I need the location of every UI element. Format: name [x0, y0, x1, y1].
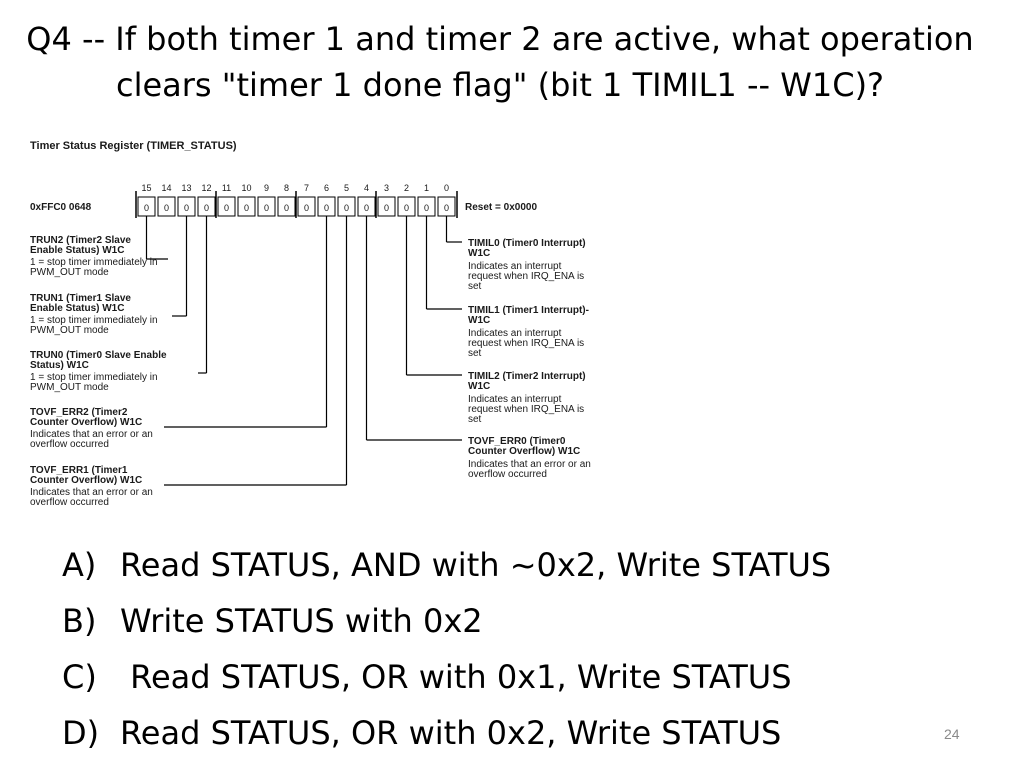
bit-value: 0 [224, 203, 229, 213]
field-desc-left: PWM_OUT mode [30, 267, 109, 278]
choice-c[interactable]: C) Read STATUS, OR with 0x1, Write STATU… [62, 652, 792, 702]
bit-value: 0 [164, 203, 169, 213]
register-diagram: Timer Status Register (TIMER_STATUS) 0xFF… [30, 140, 591, 508]
bit-value: 0 [284, 203, 289, 213]
register-title: Timer Status Register (TIMER_STATUS) [30, 140, 237, 152]
field-desc-left: overflow occurred [30, 497, 109, 508]
register-address: 0xFFC0 0648 [30, 202, 92, 213]
choice-text: Read STATUS, OR with 0x1, Write STATUS [120, 658, 792, 696]
field-label-right: W1C [468, 248, 490, 259]
field-label-left: Counter Overflow) W1C [30, 475, 142, 486]
bit-value: 0 [364, 203, 369, 213]
field-desc-left: 1 = stop timer immediately in [30, 257, 158, 268]
field-label-left: TOVF_ERR2 (Timer2 [30, 407, 128, 418]
bit-number: 4 [364, 183, 369, 193]
field-label-left: TRUN0 (Timer0 Slave Enable [30, 350, 167, 361]
field-desc-left: overflow occurred [30, 439, 109, 450]
field-label-left: Enable Status) W1C [30, 245, 124, 256]
field-desc-right: set [468, 281, 482, 292]
bit-value: 0 [324, 203, 329, 213]
field-label-left: Counter Overflow) W1C [30, 417, 142, 428]
choice-b[interactable]: B) Write STATUS with 0x2 [62, 596, 483, 646]
field-desc-left: Indicates that an error or an [30, 487, 153, 498]
field-label-left: TRUN2 (Timer2 Slave [30, 235, 131, 246]
question-line-2: clears "timer 1 done flag" (bit 1 TIMIL1… [115, 66, 885, 104]
field-label-right: Counter Overflow) W1C [468, 446, 580, 457]
bit-value: 0 [244, 203, 249, 213]
bit-cell [157, 196, 176, 217]
bit-number: 12 [201, 183, 211, 193]
field-desc-right: Indicates an interrupt [468, 261, 562, 272]
bit-number: 15 [141, 183, 151, 193]
field-label-right: TIMIL1 (Timer1 Interrupt)- [468, 305, 589, 316]
bit-number: 1 [424, 183, 429, 193]
field-label-left: TRUN1 (Timer1 Slave [30, 293, 131, 304]
field-desc-right: request when IRQ_ENA is [468, 271, 584, 282]
bit-value: 0 [144, 203, 149, 213]
choice-text: Read STATUS, OR with 0x2, Write STATUS [120, 714, 782, 752]
bit-cell [377, 196, 396, 217]
choice-letter: C) [62, 658, 97, 696]
choice-letter: A) [62, 546, 97, 584]
field-label-left: Status) W1C [30, 360, 89, 371]
bit-number: 0 [444, 183, 449, 193]
bit-number: 5 [344, 183, 349, 193]
field-desc-left: Indicates that an error or an [30, 429, 153, 440]
bit-number: 3 [384, 183, 389, 193]
bit-value: 0 [384, 203, 389, 213]
field-label-right: W1C [468, 315, 490, 326]
bit-value: 0 [304, 203, 309, 213]
bit-cell [217, 196, 236, 217]
register-reset: Reset = 0x0000 [465, 202, 537, 213]
bit-number: 14 [161, 183, 171, 193]
field-desc-right: request when IRQ_ENA is [468, 338, 584, 349]
field-desc-left: PWM_OUT mode [30, 382, 109, 393]
choice-a[interactable]: A) Read STATUS, AND with ~0x2, Write STAT… [62, 540, 831, 590]
choice-letter: B) [62, 602, 97, 640]
field-label-left: Enable Status) W1C [30, 303, 124, 314]
choice-d[interactable]: D) Read STATUS, OR with 0x2, Write STATUS [62, 708, 781, 758]
bit-cell [257, 196, 276, 217]
bit-cell [297, 196, 316, 217]
field-desc-right: Indicates that an error or an [468, 459, 591, 470]
bit-value: 0 [264, 203, 269, 213]
bit-number: 13 [181, 183, 191, 193]
bit-value: 0 [404, 203, 409, 213]
choice-letter: D) [62, 714, 100, 752]
bit-number: 6 [324, 183, 329, 193]
field-desc-left: PWM_OUT mode [30, 325, 109, 336]
choice-text: Write STATUS with 0x2 [120, 602, 483, 640]
field-label-right: TIMIL2 (Timer2 Interrupt) [468, 371, 586, 382]
bit-cell [237, 196, 256, 217]
bit-value: 0 [444, 203, 449, 213]
bit-value: 0 [424, 203, 429, 213]
bit-value: 0 [344, 203, 349, 213]
field-desc-right: Indicates an interrupt [468, 328, 562, 339]
bit-number: 11 [222, 183, 231, 193]
bit-number: 7 [304, 183, 309, 193]
field-desc-right: set [468, 414, 482, 425]
question-title: Q4 -- If both timer 1 and timer 2 are ac… [0, 16, 1000, 108]
bit-number: 10 [241, 183, 251, 193]
field-label-right: W1C [468, 381, 490, 392]
field-desc-left: 1 = stop timer immediately in [30, 372, 158, 383]
field-desc-right: Indicates an interrupt [468, 394, 562, 405]
field-desc-left: 1 = stop timer immediately in [30, 315, 158, 326]
bit-number: 9 [264, 183, 269, 193]
bit-value: 0 [204, 203, 209, 213]
field-desc-right: request when IRQ_ENA is [468, 404, 584, 415]
field-desc-right: set [468, 348, 482, 359]
bit-cell [277, 196, 296, 217]
field-desc-right: overflow occurred [468, 469, 547, 480]
bit-value: 0 [184, 203, 189, 213]
slide-number: 24 [944, 726, 960, 742]
field-label-right: TIMIL0 (Timer0 Interrupt) [468, 238, 586, 249]
field-label-right: TOVF_ERR0 (Timer0 [468, 436, 566, 447]
bit-number: 8 [284, 183, 289, 193]
bit-number: 2 [404, 183, 409, 193]
field-label-left: TOVF_ERR1 (Timer1 [30, 465, 128, 476]
question-line-1: Q4 -- If both timer 1 and timer 2 are ac… [26, 20, 974, 58]
choice-text: Read STATUS, AND with ~0x2, Write STATUS [120, 546, 832, 584]
